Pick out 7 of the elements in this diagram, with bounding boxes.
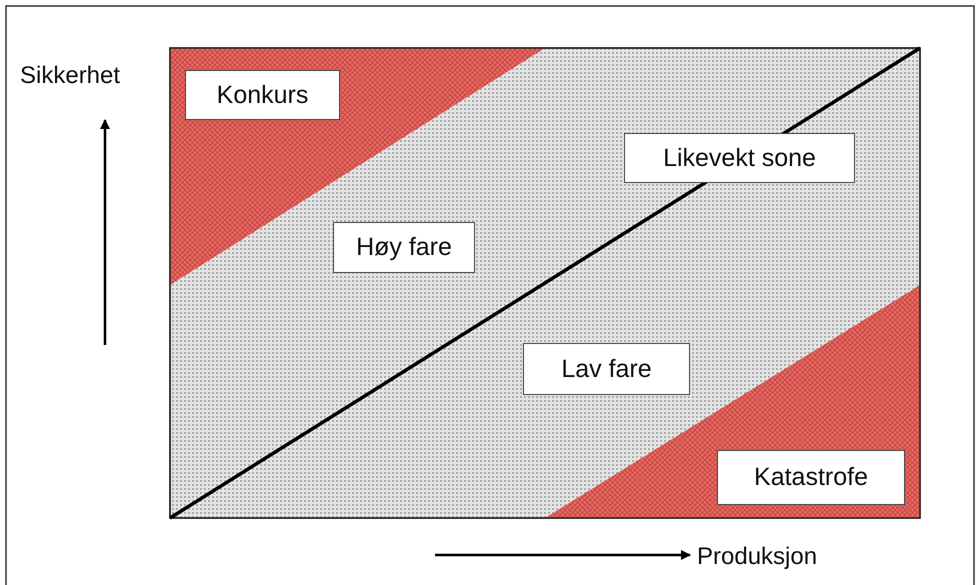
zone-label: Katastrofe xyxy=(717,450,905,505)
zone-label: Lav fare xyxy=(523,343,690,395)
axis-label: Produksjon xyxy=(697,543,818,571)
axis-label: Sikkerhet xyxy=(20,62,120,90)
zone-label: Likevekt sone xyxy=(624,133,855,183)
zone-label: Høy fare xyxy=(333,222,475,273)
zone-label: Konkurs xyxy=(185,70,340,120)
